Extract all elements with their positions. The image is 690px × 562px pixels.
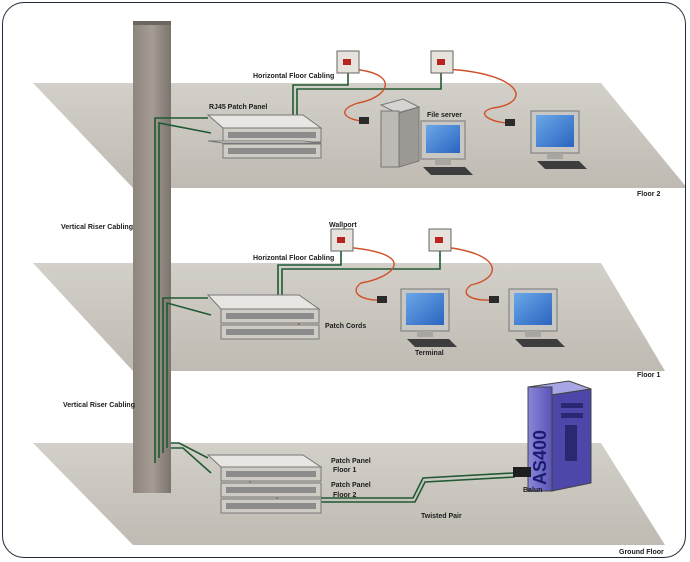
wallport-floor1-a [330, 228, 354, 252]
label-wallport: Wallport [329, 222, 357, 229]
label-rj45-patch-panel: RJ45 Patch Panel [209, 104, 267, 111]
label-patch-cords: Patch Cords [325, 323, 366, 330]
label-floor1: Floor 1 [637, 372, 660, 379]
monitor-floor2-right [530, 110, 587, 169]
as400-label: AS400 [530, 430, 550, 485]
network-cabling-diagram: AS400 Vertical Riser Cabling Vertical Ri… [33, 21, 685, 556]
patch-panel-floor2 [206, 114, 323, 159]
floor1-plane [33, 263, 665, 371]
wallport-floor1-b [428, 228, 452, 252]
floor2-plane [33, 83, 685, 188]
label-terminal: Terminal [415, 350, 444, 357]
label-patch-panel-floor1-line1: Patch Panel [331, 458, 371, 465]
label-patch-panel-floor2-line1: Patch Panel [331, 482, 371, 489]
patch-panel-floor1 [206, 294, 321, 340]
wallport-floor2-a [336, 50, 360, 74]
label-balun: Balun [523, 487, 542, 494]
label-vertical-riser-bottom: Vertical Riser Cabling [63, 402, 135, 409]
label-vertical-riser-top: Vertical Riser Cabling [61, 224, 133, 231]
balun [513, 467, 531, 477]
monitor-terminal [400, 288, 457, 347]
monitor-floor1-right [508, 288, 565, 347]
riser-column [133, 21, 171, 493]
label-horizontal-floor2: Horizontal Floor Cabling [253, 73, 334, 80]
ground-floor-plane [33, 443, 665, 545]
cable-connectors [359, 117, 515, 303]
patch-panel-ground [206, 454, 323, 514]
label-floor2: Floor 2 [637, 191, 660, 198]
label-horizontal-floor1: Horizontal Floor Cabling [253, 255, 334, 262]
horizontal-cables [277, 73, 516, 503]
wallport-floor2-b [430, 50, 454, 74]
label-ground-floor: Ground Floor [619, 549, 664, 556]
label-twisted-pair: Twisted Pair [421, 513, 462, 520]
as400-server: AS400 [527, 380, 592, 492]
label-file-server: File server [427, 112, 462, 119]
label-patch-panel-floor1-line2: Floor 1 [333, 467, 356, 474]
label-patch-panel-floor2-line2: Floor 2 [333, 492, 356, 499]
monitor-file-server [420, 120, 473, 175]
vertical-riser-cables [154, 117, 212, 474]
file-server [379, 98, 421, 168]
